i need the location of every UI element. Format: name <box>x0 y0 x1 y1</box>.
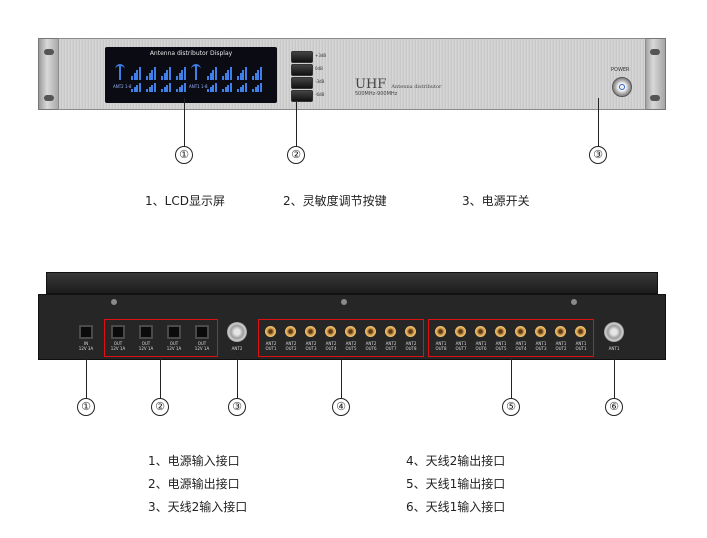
rear-callout-6: ⑥ <box>605 398 623 416</box>
rear-legend-4: 4、天线2输出接口 <box>406 454 506 468</box>
sensitivity-label-1: +3dB <box>315 53 327 58</box>
lcd-signal-icon <box>252 66 262 80</box>
sensitivity-button-2[interactable] <box>291 64 313 76</box>
lcd-signal-icon <box>161 82 171 92</box>
rear-panel-image <box>38 272 666 360</box>
front-callout-1: ① <box>175 146 193 164</box>
front-faceplate: Antenna distributor Display ANT2 1-8 ANT1… <box>58 38 646 110</box>
lcd-signal-icon <box>146 66 156 80</box>
lcd-antenna-label: ANT1 1-8 <box>189 84 208 89</box>
lcd-antenna-icon <box>191 64 201 80</box>
lcd-antenna-icon <box>115 64 125 80</box>
rear-legend-6: 6、天线1输入接口 <box>406 500 506 514</box>
rear-legend-3: 3、天线2输入接口 <box>148 500 248 514</box>
lcd-display: Antenna distributor Display ANT2 1-8 ANT1… <box>105 47 277 103</box>
lcd-signal-icon <box>161 66 171 80</box>
lcd-signal-icon <box>131 66 141 80</box>
lcd-screen: ANT2 1-8 ANT1 1-8 <box>111 60 271 94</box>
callout-line-1 <box>184 98 185 146</box>
front-legend-3: 3、电源开关 <box>462 194 530 208</box>
lcd-signal-icon <box>237 66 247 80</box>
sensitivity-button-3[interactable] <box>291 77 313 89</box>
front-callout-3: ③ <box>589 146 607 164</box>
callout-line-3 <box>598 98 599 146</box>
lcd-antenna-label: ANT2 1-8 <box>113 84 132 89</box>
rear-callout-1: ① <box>77 398 95 416</box>
rear-legend-2: 2、电源输出接口 <box>148 477 240 491</box>
sensitivity-buttons: +3dB 0dB -3dB -6dB <box>289 49 329 103</box>
power-button[interactable] <box>612 77 632 97</box>
lcd-title: Antenna distributor Display <box>149 50 233 57</box>
front-panel-image: Antenna distributor Display ANT2 1-8 ANT1… <box>38 38 666 110</box>
lcd-signal-icon <box>207 66 217 80</box>
brand-frequency: 500MHz-900MHz <box>355 91 398 97</box>
rack-ear-left <box>38 38 60 110</box>
front-legend-2: 2、灵敏度调节按键 <box>283 194 387 208</box>
brand-main: UHF <box>355 77 387 92</box>
sensitivity-label-3: -3dB <box>315 79 325 84</box>
rear-callout-4: ④ <box>332 398 350 416</box>
rear-faceplate <box>38 294 666 360</box>
brand-block: UHF Antenna distributor <box>355 73 441 92</box>
rear-top-cover <box>46 272 658 305</box>
sensitivity-label-4: -6dB <box>315 92 325 97</box>
lcd-signal-icon <box>146 82 156 92</box>
lcd-signal-icon <box>222 66 232 80</box>
lcd-signal-icon <box>207 82 217 92</box>
rear-legend-1: 1、电源输入接口 <box>148 454 240 468</box>
lcd-signal-icon <box>176 82 186 92</box>
rear-legend-5: 5、天线1输出接口 <box>406 477 506 491</box>
sensitivity-button-1[interactable] <box>291 51 313 63</box>
callout-line-2 <box>296 102 297 146</box>
rear-callout-5: ⑤ <box>502 398 520 416</box>
rear-callout-2: ② <box>151 398 169 416</box>
brand-small: Antenna distributor <box>391 84 442 90</box>
lcd-signal-icon <box>222 82 232 92</box>
rack-ear-right <box>644 38 666 110</box>
rear-callout-3: ③ <box>228 398 246 416</box>
lcd-signal-icon <box>176 66 186 80</box>
power-label: POWER <box>611 67 630 73</box>
sensitivity-label-2: 0dB <box>315 66 323 71</box>
lcd-signal-icon <box>237 82 247 92</box>
front-legend-1: 1、LCD显示屏 <box>145 194 225 208</box>
lcd-signal-icon <box>131 82 141 92</box>
front-callout-2: ② <box>287 146 305 164</box>
lcd-signal-icon <box>252 82 262 92</box>
sensitivity-button-4[interactable] <box>291 90 313 102</box>
